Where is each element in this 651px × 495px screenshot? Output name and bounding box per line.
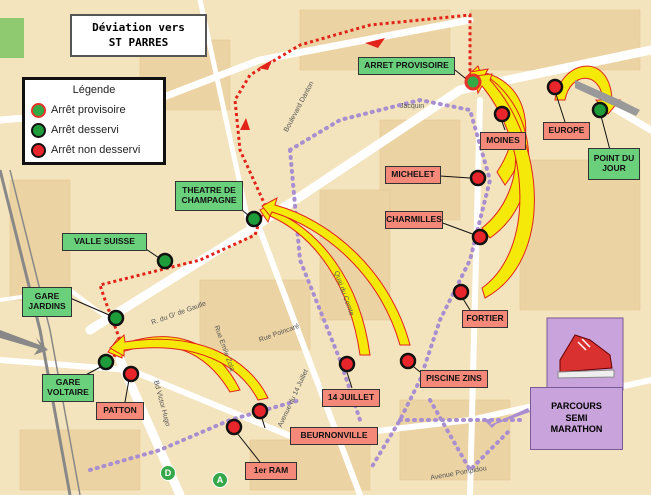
served-stop-icon (31, 122, 46, 138)
deviation-arrows (240, 38, 385, 130)
label-valle-suisse: VALLE SUISSE (62, 233, 147, 251)
stop-arret-provisoire (464, 73, 482, 91)
label-14-juillet: 14 JUILLET (322, 389, 380, 407)
marathon-route (88, 97, 522, 474)
running-shoe-icon (546, 317, 624, 391)
stop-michelet (469, 169, 487, 187)
label-arret-provisoire: ARRET PROVISOIRE (358, 57, 455, 75)
grey-arrow-icon (0, 330, 48, 355)
label-theatre: THEATRE DE CHAMPAGNE (175, 181, 243, 211)
legend-item-non-desservi: Arrêt non desservi (31, 140, 157, 160)
legend-label-non-desservi: Arrêt non desservi (51, 144, 141, 156)
not-served-stop-icon (31, 142, 46, 158)
stop-gare-voltaire (97, 353, 115, 371)
legend-label-desservi: Arrêt desservi (51, 124, 119, 136)
stop-charmilles (471, 228, 489, 246)
marathon-arrow-icon (484, 408, 530, 428)
label-charmilles: CHARMILLES (385, 211, 443, 229)
title-line-2: ST PARRES (108, 35, 169, 49)
stop-europe (546, 78, 564, 96)
provisional-stop-icon (31, 102, 46, 118)
stop-14-juillet (338, 355, 356, 373)
grey-arrow-icon-top (575, 80, 640, 116)
legend-box: Légende Arrêt provisoire Arrêt desservi … (22, 77, 166, 165)
label-point-du-jour: POINT DU JOUR (588, 148, 640, 180)
legend-title: Légende (72, 84, 116, 96)
yellow-arrows (107, 65, 622, 401)
label-fortier: FORTIER (462, 310, 508, 328)
label-1er-ram: 1er RAM (245, 462, 297, 480)
stop-fortier (452, 283, 470, 301)
label-beurnonville: BEURNONVILLE (290, 427, 378, 445)
stop-gare-jardins (107, 309, 125, 327)
label-michelet: MICHELET (385, 166, 441, 184)
legend-item-desservi: Arrêt desservi (31, 120, 157, 140)
parcours-semi-marathon-box: PARCOURS SEMI MARATHON (530, 387, 623, 450)
stop-patton (122, 365, 140, 383)
stop-1er-ram (225, 418, 243, 436)
parcours-line-2: SEMI (565, 412, 588, 423)
label-piscine-zins: PISCINE ZINS (420, 370, 488, 388)
label-gare-jardins: GARE JARDINS (22, 287, 72, 317)
stop-beurnonville (251, 402, 269, 420)
deviation-title-box: Déviation vers ST PARRES (70, 14, 207, 57)
legend-label-provisoire: Arrêt provisoire (51, 104, 126, 116)
street-jacquin: Jacquin (400, 103, 425, 110)
label-europe: EUROPE (543, 122, 590, 140)
stop-valle-suisse (156, 252, 174, 270)
route-letter-a-icon: A (212, 472, 228, 488)
parcours-line-3: MARATHON (550, 424, 603, 435)
label-gare-voltaire: GARE VOLTAIRE (42, 374, 94, 402)
title-line-1: Déviation vers (92, 20, 185, 34)
parcours-line-1: PARCOURS (551, 400, 602, 411)
label-moines: MOINES (480, 132, 526, 150)
park (0, 18, 24, 58)
legend-item-provisoire: Arrêt provisoire (31, 100, 157, 120)
stop-piscine-zins (399, 352, 417, 370)
railway (0, 169, 81, 495)
deviation-route (98, 13, 472, 369)
label-patton: PATTON (96, 402, 144, 420)
stop-point-du-jour (591, 101, 609, 119)
stop-theatre (245, 210, 263, 228)
route-letter-d-icon: D (160, 465, 176, 481)
stop-moines (493, 105, 511, 123)
